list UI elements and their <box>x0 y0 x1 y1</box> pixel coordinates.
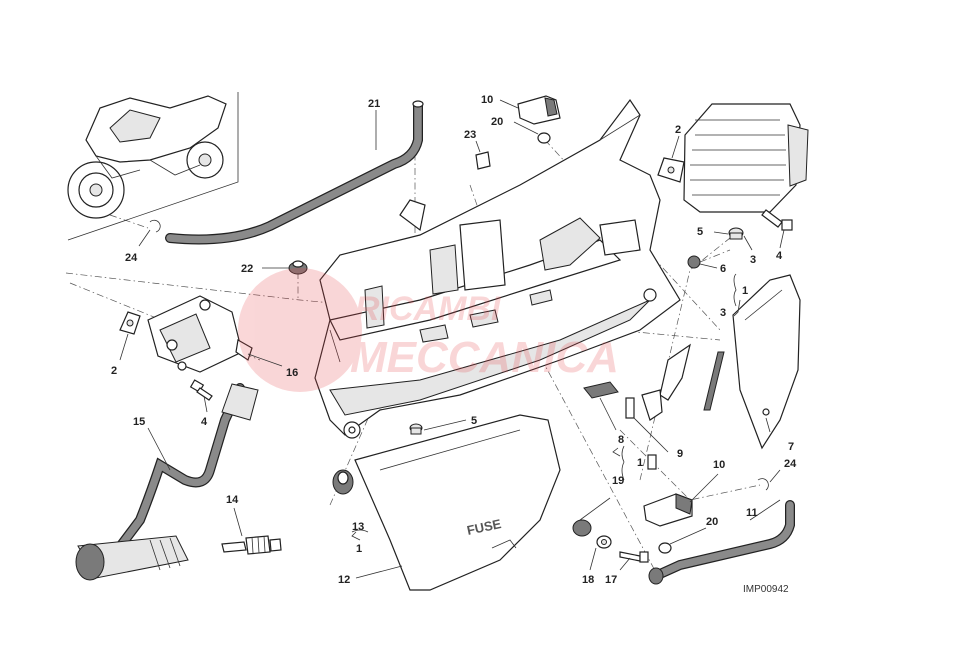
callout-2-left: 2 <box>111 365 117 377</box>
callout-11: 11 <box>746 507 758 519</box>
clip-23 <box>475 151 491 170</box>
callout-24-right: 24 <box>784 458 797 470</box>
rubber-mount-13 <box>332 469 354 495</box>
callout-10-top: 10 <box>481 94 493 106</box>
screw-4-right <box>761 209 793 231</box>
callout-15: 15 <box>133 416 145 428</box>
callout-19: 19 <box>612 475 624 487</box>
control-unit-16 <box>147 295 253 373</box>
damper-18 <box>572 519 612 549</box>
screw-4-left <box>189 379 213 401</box>
fuse-label: FUSE <box>466 516 503 538</box>
callout-17: 17 <box>605 574 617 586</box>
brace-symbols <box>351 273 737 533</box>
callout-18: 18 <box>582 574 594 586</box>
grommet-5-bottom <box>409 423 423 435</box>
hose-21 <box>165 100 424 245</box>
callout-14: 14 <box>226 494 239 506</box>
clip-24-right <box>757 478 769 491</box>
callout-5-bottom: 5 <box>471 415 477 427</box>
washer-20-top <box>537 132 551 144</box>
sensor-10-top <box>517 95 561 125</box>
callout-21: 21 <box>368 98 380 110</box>
callout-1-right: 1 <box>742 285 748 297</box>
callout-9: 9 <box>677 448 683 460</box>
screw-17 <box>619 551 649 563</box>
sensor-10-bottom <box>643 493 693 527</box>
callout-3-middle: 3 <box>720 307 726 319</box>
spark-plug-14 <box>221 535 282 555</box>
drawing-code: IMP00942 <box>743 584 789 595</box>
watermark-line2: MECCANICA <box>350 333 619 382</box>
rubber-strip-3 <box>703 351 725 411</box>
callout-10-bottom: 10 <box>713 459 725 471</box>
side-cover-7 <box>732 274 801 450</box>
watermark-line1: RICAMBI <box>355 290 502 328</box>
callout-3-top: 3 <box>750 254 756 266</box>
bracket-2-left <box>119 311 141 335</box>
main-bracket <box>314 98 681 439</box>
callout-1-center: 1 <box>637 457 643 469</box>
callout-12: 12 <box>338 574 350 586</box>
hv-cable-15 <box>75 383 259 581</box>
callout-16: 16 <box>286 367 298 379</box>
callout-6: 6 <box>720 263 726 275</box>
clip-9 <box>641 343 691 421</box>
callout-1-left: 1 <box>356 543 362 555</box>
callouts: 21 10 20 23 2 24 22 2 16 4 15 14 5 13 1 … <box>111 94 797 586</box>
callout-13: 13 <box>352 521 364 533</box>
callout-20-bottom: 20 <box>706 516 718 528</box>
watermark-disc <box>238 268 362 392</box>
callout-20-top: 20 <box>491 116 503 128</box>
callout-4-left: 4 <box>201 416 208 428</box>
washer-20-bottom <box>658 542 672 554</box>
grommet-8 <box>583 381 619 399</box>
watermark: RICAMBI MECCANICA <box>238 268 619 392</box>
callout-4-right: 4 <box>776 250 783 262</box>
callout-24-left: 24 <box>125 252 138 264</box>
nut-6 <box>687 255 701 269</box>
callout-5-top: 5 <box>697 226 703 238</box>
hose-11 <box>648 500 795 585</box>
leader-lines <box>119 99 785 579</box>
motorcycle-thumbnail <box>67 92 239 241</box>
callout-22: 22 <box>241 263 253 275</box>
fuse-cover-12: FUSE <box>354 414 561 591</box>
screw-9 <box>625 397 657 470</box>
callout-8: 8 <box>618 434 624 446</box>
clip-24-left <box>149 219 161 233</box>
regulator-3 <box>683 103 809 213</box>
callout-7: 7 <box>788 441 794 453</box>
callout-2-right: 2 <box>675 124 681 136</box>
bracket-2-right <box>657 157 685 183</box>
grommet-22 <box>288 260 308 275</box>
grommet-5-top <box>728 227 744 240</box>
callout-23: 23 <box>464 129 476 141</box>
